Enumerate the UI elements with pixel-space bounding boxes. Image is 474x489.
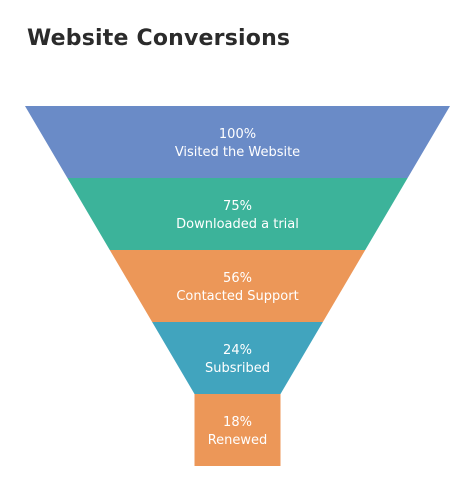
funnel-stage-name-label: Visited the Website	[175, 145, 300, 160]
funnel-stage-5	[194, 394, 281, 466]
funnel-stage-1	[25, 106, 450, 178]
funnel-stage-value-label: 56%	[223, 271, 252, 286]
funnel-stage-3	[109, 250, 366, 322]
funnel-stage-name-label: Downloaded a trial	[176, 217, 299, 232]
funnel-stage-2	[67, 178, 408, 250]
funnel-stage-name-label: Subsribed	[205, 361, 270, 376]
funnel-stage-name-label: Contacted Support	[176, 289, 298, 304]
funnel-stage-value-label: 75%	[223, 199, 252, 214]
funnel-stage-name-label: Renewed	[208, 433, 268, 448]
chart-title: Website Conversions	[27, 26, 291, 51]
funnel-stage-value-label: 18%	[223, 415, 252, 430]
funnel-stage-value-label: 100%	[219, 127, 256, 142]
funnel-stage-value-label: 24%	[223, 343, 252, 358]
funnel-stage-4	[152, 322, 323, 394]
